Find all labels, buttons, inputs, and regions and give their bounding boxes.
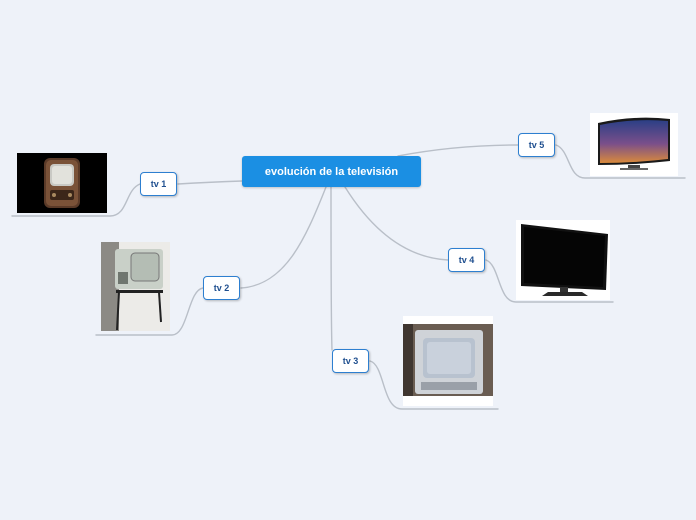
connector-tv4: [344, 186, 449, 261]
topic-tv5[interactable]: tv 5: [518, 133, 555, 157]
topic-tv4[interactable]: tv 4: [448, 248, 485, 272]
connector-tv5: [397, 144, 519, 157]
image-link-tv2: [95, 287, 204, 336]
flat-screen-lcd-tv-picture: [516, 220, 610, 300]
topic-tv1[interactable]: tv 1: [140, 172, 177, 196]
connector-tv3: [330, 186, 333, 351]
curved-smart-tv-picture: [590, 113, 678, 176]
connector-tv1: [177, 180, 243, 185]
crt-tv-picture: [403, 316, 493, 406]
topic-tv2[interactable]: tv 2: [203, 276, 240, 300]
topic-tv3[interactable]: tv 3: [332, 349, 369, 373]
image-link-tv3: [369, 360, 499, 410]
image-link-tv5: [555, 144, 686, 179]
central-topic[interactable]: evolución de la televisión: [242, 156, 421, 187]
connector-tv2: [240, 186, 327, 289]
old-wooden-crt-tv-picture: [17, 153, 107, 213]
image-link-tv1: [11, 183, 141, 217]
image-link-tv4: [485, 259, 614, 303]
vintage-tv-on-stand-picture: [101, 242, 170, 331]
